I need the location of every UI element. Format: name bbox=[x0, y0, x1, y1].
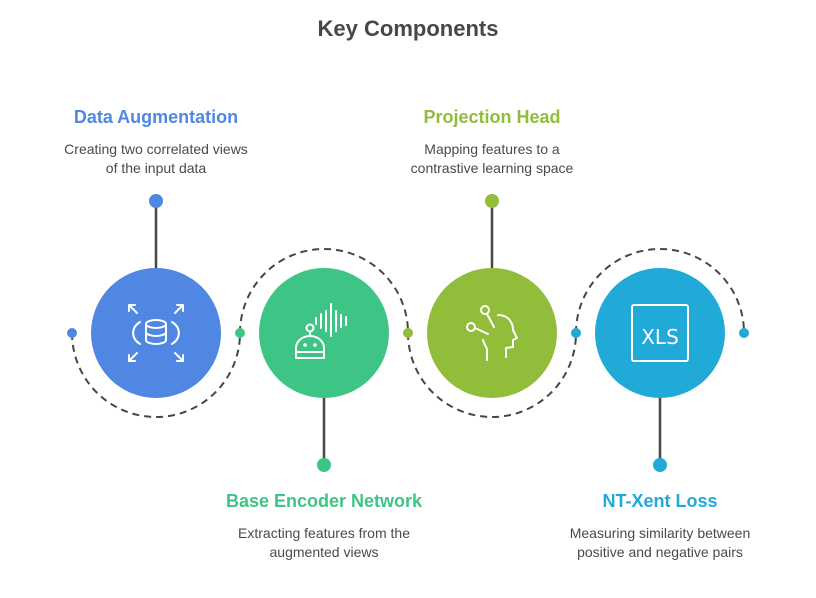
component-description: Mapping features to a contrastive learni… bbox=[372, 140, 612, 178]
component-title: NT-Xent Loss bbox=[602, 491, 718, 511]
dashed-arc-4 bbox=[575, 248, 745, 334]
dashed-arc-1 bbox=[71, 332, 241, 418]
page-title: Key Components bbox=[317, 16, 499, 41]
connector-dot-3 bbox=[485, 194, 499, 208]
robot-soundwave-icon bbox=[295, 303, 347, 359]
component-description: Creating two correlated views of the inp… bbox=[36, 140, 276, 178]
component-label-1: Data Augmentation Creating two correlate… bbox=[36, 107, 276, 178]
xls-file-icon: XLS bbox=[631, 304, 689, 362]
description-line: positive and negative pairs bbox=[577, 544, 743, 560]
component-circle-1 bbox=[91, 268, 221, 398]
description-line: contrastive learning space bbox=[410, 160, 574, 176]
arc-dot-2 bbox=[235, 328, 245, 338]
component-circle-3 bbox=[427, 268, 557, 398]
component-description: Extracting features from the augmented v… bbox=[204, 524, 444, 562]
arc-dot-4 bbox=[571, 328, 581, 338]
description-line: Extracting features from the bbox=[238, 525, 410, 541]
component-title: Data Augmentation bbox=[73, 107, 239, 127]
connector-dot-2 bbox=[317, 458, 331, 472]
connector-dot-1 bbox=[149, 194, 163, 208]
arc-dot-5 bbox=[739, 328, 749, 338]
xls-icon-text: XLS bbox=[641, 325, 679, 349]
arc-dot-3 bbox=[403, 328, 413, 338]
connector-dot-4 bbox=[653, 458, 667, 472]
description-line: Mapping features to a bbox=[424, 141, 560, 157]
component-circle-2 bbox=[259, 268, 389, 398]
arc-dot-1 bbox=[67, 328, 77, 338]
dashed-arc-2 bbox=[239, 248, 409, 334]
description-line: augmented views bbox=[269, 544, 379, 560]
head-probe-icon bbox=[466, 305, 518, 361]
description-line: Creating two correlated views bbox=[64, 141, 248, 157]
component-label-4: NT-Xent Loss Measuring similarity betwee… bbox=[540, 491, 780, 562]
component-title: Projection Head bbox=[423, 107, 561, 127]
component-description: Measuring similarity between positive an… bbox=[540, 524, 780, 562]
component-label-3: Projection Head Mapping features to a co… bbox=[372, 107, 612, 178]
database-expand-icon bbox=[128, 304, 184, 362]
description-line: Measuring similarity between bbox=[569, 525, 751, 541]
dashed-arc-3 bbox=[407, 332, 577, 418]
component-title: Base Encoder Network bbox=[225, 491, 423, 511]
component-circle-4 bbox=[595, 268, 725, 398]
component-label-2: Base Encoder Network Extracting features… bbox=[204, 491, 444, 562]
description-line: of the input data bbox=[105, 160, 207, 176]
